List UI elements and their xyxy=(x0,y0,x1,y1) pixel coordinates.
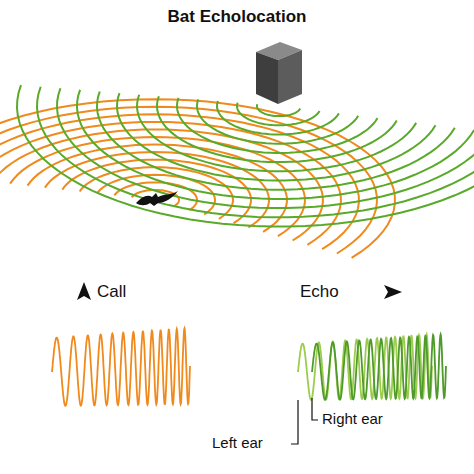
wavefront-arc xyxy=(217,101,339,135)
wavefront-arc xyxy=(0,129,323,240)
right-ear-leader xyxy=(312,398,318,420)
left-ear-label: Left ear xyxy=(212,435,263,452)
cube-left-face xyxy=(256,52,278,104)
wavefront-arc xyxy=(257,104,300,116)
cube-right-face xyxy=(278,50,302,104)
call-label: Call xyxy=(97,283,126,302)
wavefront-arc xyxy=(132,190,179,206)
wavefront-arc xyxy=(197,99,358,143)
wavefront-arc xyxy=(137,95,416,172)
wavefront-arc xyxy=(237,103,320,126)
wavefront-arc xyxy=(0,114,359,249)
wavefront-arc xyxy=(37,87,474,218)
echo-label: Echo xyxy=(300,283,339,302)
wavefront-arc xyxy=(157,96,397,162)
echo-arrowhead xyxy=(384,285,402,299)
bat-silhouette xyxy=(136,191,178,206)
diagram-title: Bat Echolocation xyxy=(168,8,307,27)
right-ear-label: Right ear xyxy=(322,411,383,428)
wavefront-arc xyxy=(97,92,455,190)
call-waveform xyxy=(52,328,190,405)
wavefront-arc xyxy=(17,85,474,226)
wavefront-arc xyxy=(117,93,436,180)
wavefront-arc xyxy=(77,90,474,199)
wavefront-arc xyxy=(114,182,197,210)
left-ear-leader xyxy=(291,400,298,444)
echo-wavefronts xyxy=(17,85,474,226)
echo-right-ear-waveform xyxy=(312,334,446,399)
call-arrowhead xyxy=(77,282,91,300)
wavefront-arc xyxy=(177,98,378,153)
object-cube xyxy=(256,42,302,104)
